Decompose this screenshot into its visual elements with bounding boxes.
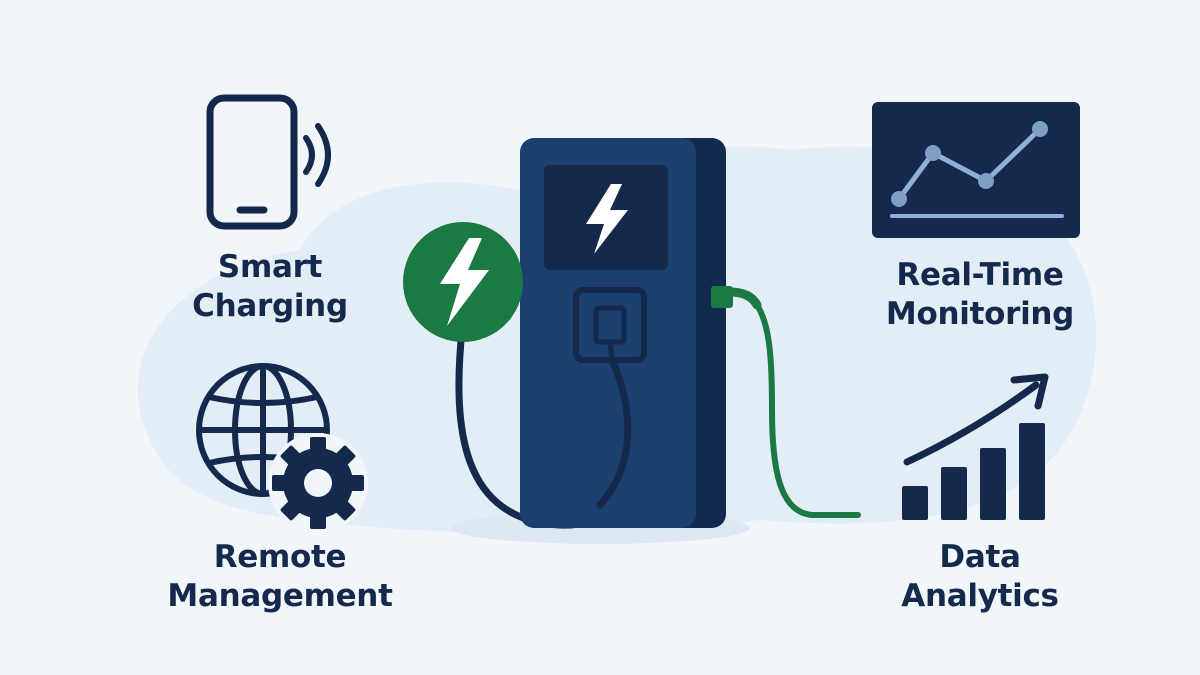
real-time-monitoring-line-1: Real-Time <box>896 257 1064 293</box>
smart-charging-line-2: Charging <box>192 288 348 324</box>
green-lightning-badge <box>403 222 523 342</box>
data-analytics-line-1: Data <box>939 539 1021 575</box>
remote-management-line-2: Management <box>167 578 393 614</box>
smartphone-wireless-icon <box>206 94 331 230</box>
smart-charging-label: Smart Charging <box>150 248 390 326</box>
charging-plug-icon <box>711 286 861 518</box>
globe-gear-icon <box>196 363 368 533</box>
lightning-bolt-icon <box>440 238 489 326</box>
real-time-monitoring-label: Real-Time Monitoring <box>850 256 1110 334</box>
bar-chart-trend-icon <box>902 373 1049 520</box>
line-chart-monitor-icon <box>872 102 1080 238</box>
data-analytics-line-2: Analytics <box>901 578 1059 614</box>
remote-management-label: Remote Management <box>130 538 430 616</box>
smart-charging-line-1: Smart <box>217 249 323 285</box>
green-charging-cable <box>754 302 861 518</box>
data-analytics-label: Data Analytics <box>860 538 1100 616</box>
remote-management-line-1: Remote <box>213 539 347 575</box>
lightning-bolt-icon <box>586 184 628 254</box>
real-time-monitoring-line-2: Monitoring <box>885 296 1075 332</box>
ev-charger-icon <box>455 138 861 529</box>
